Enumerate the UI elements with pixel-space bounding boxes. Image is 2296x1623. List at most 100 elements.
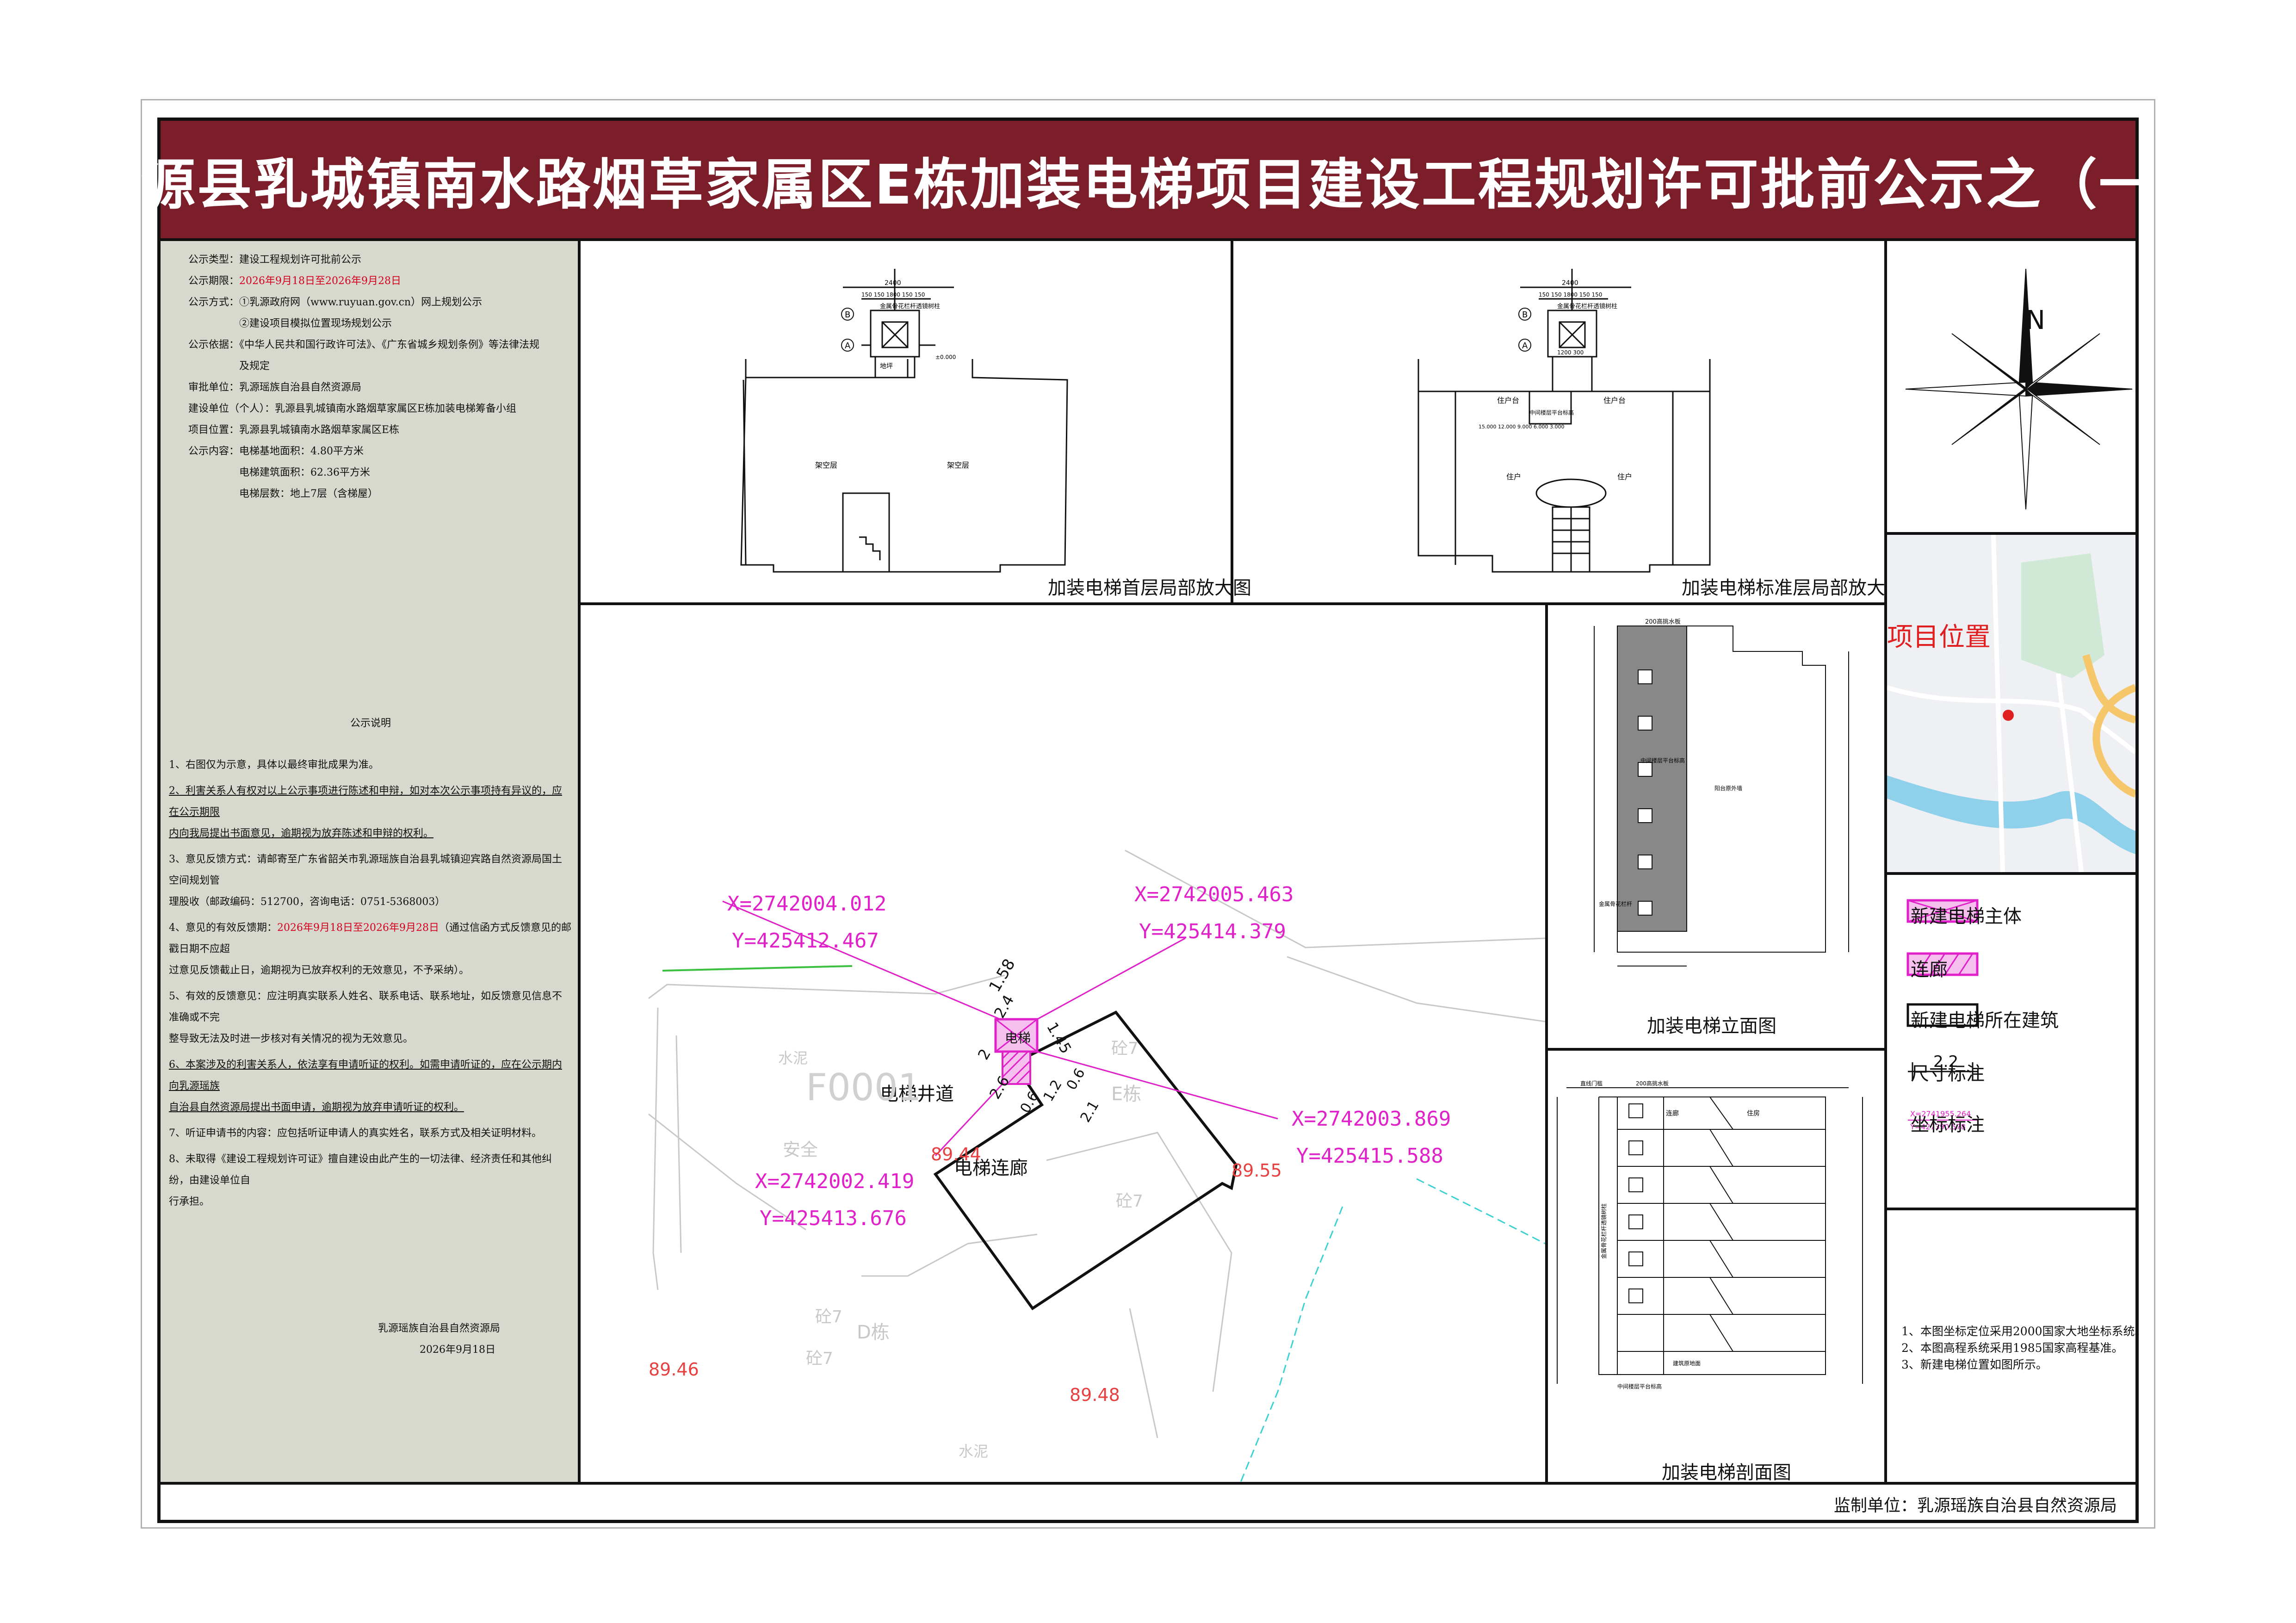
coord-3-x: X=2742003.869 (1292, 1107, 1451, 1131)
coord-4-y: Y=425413.676 (760, 1207, 907, 1230)
info-method-1: 公示方式：①乳源政府网（www.ruyuan.gov.cn）网上规划公示 (188, 297, 483, 308)
dim-2: 2 (974, 1046, 994, 1063)
block-e-label: E栋 (1111, 1084, 1141, 1105)
elev-base-label: 金属骨花栏杆 (1599, 900, 1632, 907)
axis-mark-b: B (845, 310, 850, 320)
gf-sub-dims: 150 150 1800 150 150 (861, 291, 925, 298)
caption-standard-floor: 加装电梯标准层局部放大图 (1682, 577, 1904, 599)
note-1: 1、右图仅为示意，具体以最终审批成果为准。 (169, 759, 379, 771)
info-approver: 审批单位：乳源瑶族自治县自然资源局 (188, 382, 362, 393)
note-2: 2、利害关系人有权对以上公示事项进行陈述和申辩，如对本次公示事项持有异议的，应在… (169, 785, 562, 839)
info-builder: 建设单位（个人）：乳源县乳城镇南水路烟草家属区E栋加装电梯筹备小组 (188, 403, 517, 415)
gf-room-left: 架空层 (815, 461, 837, 470)
legend-dimension-sample: 2.2 (1933, 1053, 1958, 1071)
info-content-1: 公示内容：电梯基地面积：4.80平方米 (188, 446, 364, 457)
info-basis-2: 及规定 (239, 360, 270, 372)
sf-shaft-label: 金属骨花栏杆透镜树柱 (1557, 303, 1617, 310)
coord-4-x: X=2742002.419 (755, 1170, 914, 1193)
page-title: 乳源县乳城镇南水路烟草家属区E栋加装电梯项目建设工程规划许可批前公示之（一） (84, 152, 2212, 217)
coord-1-x: X=2742004.012 (727, 892, 886, 916)
coord-1-y: Y=425412.467 (732, 929, 879, 953)
corridor-label: 电梯连廊 (954, 1158, 1028, 1179)
standard-floor-plan: B A 2400 150 150 1800 150 150 金属骨花栏杆透镜树柱… (1417, 269, 1711, 573)
drawing-frame (157, 118, 2139, 1523)
title-bar: 乳源县乳城镇南水路烟草家属区E栋加装电梯项目建设工程规划许可批前公示之（一） (84, 121, 2210, 241)
coord-2-y: Y=425414.379 (1139, 920, 1286, 943)
section-view: 直线门槛 200高挑水板 住房 连廊 建筑原地面 中间楼层平台标高 金属骨花栏杆… (1557, 1080, 1863, 1390)
caption-ground-floor: 加装电梯首层局部放大图 (1048, 577, 1251, 599)
supervisor-label: 监制单位：乳源瑶族自治县自然资源局 (1833, 1496, 2117, 1515)
divider-right-column (1884, 241, 1887, 1482)
shaft-label: 电梯井道 (880, 1084, 954, 1105)
caption-section: 加装电梯剖面图 (1662, 1462, 1791, 1483)
coord-3-y: Y=425415.588 (1296, 1144, 1443, 1168)
divider-legend-notes (1887, 1208, 2135, 1210)
mat-label-2: 水泥 (959, 1443, 988, 1460)
legend-corridor-label: 连廊 (1911, 959, 1948, 980)
sign-org: 乳源瑶族自治县自然资源局 (378, 1323, 501, 1334)
note-6: 6、本案涉及的利害关系人，依法享有申请听证的权利。如需申请听证的，应在公示期内向… (169, 1059, 562, 1113)
divider-elev-section (1545, 1048, 1887, 1051)
elev-glass-label: 阳台原外墙 (1714, 785, 1742, 792)
section-top-label-2: 200高挑水板 (1636, 1080, 1669, 1087)
north-label: N (2026, 305, 2045, 335)
info-content-3: 电梯层数：地上7层（含梯屋） (239, 488, 378, 500)
sf-levels: 15.000 12.000 9.000 6.000 3.000 (1479, 424, 1564, 430)
dim-0-6b: 0.6 (1064, 1065, 1089, 1093)
divider-top-middle (1231, 241, 1233, 605)
info-period: 公示期限：2026年9月18日至2026年9月28日 (188, 275, 401, 287)
elev-89-48: 89.48 (1070, 1385, 1120, 1405)
footnotes: 1、本图坐标定位采用2000国家大地坐标系统。 2、本图高程系统采用1985国家… (1901, 1323, 2147, 1373)
block-sub-label: 安全 (783, 1140, 818, 1160)
sf-platform-left: 住户台 (1497, 396, 1519, 405)
sf-axis-mark-a: A (1522, 341, 1528, 351)
info-basis-1: 公示依据：《中华人民共和国行政许可法》、《广东省城乡规划条例》等法律法规 (188, 339, 540, 351)
note-4: 4、意见的有效反馈期：2026年9月18日至2026年9月28日（通过信函方式反… (169, 922, 571, 976)
footnote-1: 1、本图坐标定位采用2000国家大地坐标系统。 (1901, 1325, 2147, 1338)
mat-label-1: 水泥 (778, 1049, 808, 1067)
elev-89-44: 89.44 (931, 1144, 981, 1165)
caption-elevation: 加装电梯立面图 (1647, 1016, 1776, 1037)
legend-building-label: 新建电梯所在建筑 (1911, 1010, 2059, 1031)
elevation-view: 200高挑水板 中间楼层平台标高 阳台原外墙 金属骨花栏杆 (1594, 618, 1849, 966)
section-shaft-label: 金属骨花栏杆透镜树柱 (1600, 1203, 1607, 1259)
sf-room-right: 住户 (1617, 472, 1632, 481)
brick-label-1: 砼7 (1111, 1039, 1139, 1058)
elev-89-46: 89.46 (649, 1359, 699, 1380)
divider-map-legend (1887, 872, 2135, 875)
notes-heading: 公示说明 (350, 718, 391, 729)
info-method-2: ②建设项目模拟位置现场规划公示 (239, 318, 392, 329)
divider-site-elev (1545, 605, 1548, 1482)
elev-89-55: 89.55 (1232, 1160, 1282, 1181)
divider-horizontal-top (581, 602, 1887, 605)
sf-sub-dims: 150 150 1800 150 150 (1539, 291, 1602, 298)
gf-elev: ±0.000 (935, 354, 956, 360)
coord-2-x: X=2742005.463 (1134, 883, 1293, 906)
left-info-panel: 公示类型：建设工程规划许可批前公示 公示期限：2026年9月18日至2026年9… (161, 241, 581, 1482)
location-marker-icon (2003, 710, 2014, 721)
location-map: 项目位置 (1887, 535, 2135, 872)
site-plan: X=2742004.012 Y=425412.467 X=2742005.463… (648, 849, 1545, 1482)
legend-coordinate-label: 坐标标注 (1911, 1114, 1985, 1135)
north-arrow: N (1905, 268, 2133, 510)
sf-note: 中间楼层平台标高 (1529, 409, 1574, 416)
divider-compass-map (1887, 532, 2135, 535)
notes-list: 1、右图仅为示意，具体以最终审批成果为准。 2、利害关系人有权对以上公示事项进行… (169, 755, 571, 1217)
info-location: 项目位置：乳源县乳城镇南水路烟草家属区E栋 (188, 424, 400, 436)
section-top-label: 直线门槛 (1580, 1080, 1603, 1087)
dim-1-45: 1.45 (1043, 1019, 1075, 1057)
sf-platform-right: 住户台 (1603, 396, 1626, 405)
axis-mark-a: A (845, 341, 851, 351)
map-label: 项目位置 (1887, 622, 1991, 652)
dim-1-2: 1.2 (1040, 1077, 1065, 1104)
sf-shaft-dim: 1200 300 (1557, 349, 1584, 356)
note-7: 7、听证申请书的内容：应包括听证申请人的真实姓名，联系方式及相关证明材料。 (169, 1127, 542, 1139)
legend-dimension-label: 尺寸标注 (1911, 1063, 1985, 1084)
legend-elevator-label: 新建电梯主体 (1911, 906, 2022, 927)
note-3: 3、意见反馈方式：请邮寄至广东省韶关市乳源瑶族自治县乳城镇迎宾路自然资源局国土空… (169, 854, 562, 908)
building-code: F0001 (806, 1066, 922, 1109)
gf-corridor: 地坪 (880, 363, 893, 370)
brick-label-3: 砼7 (815, 1307, 842, 1326)
elev-mid-label: 中间楼层平台标高 (1640, 757, 1685, 764)
brick-label-4: 砼7 (806, 1349, 833, 1368)
